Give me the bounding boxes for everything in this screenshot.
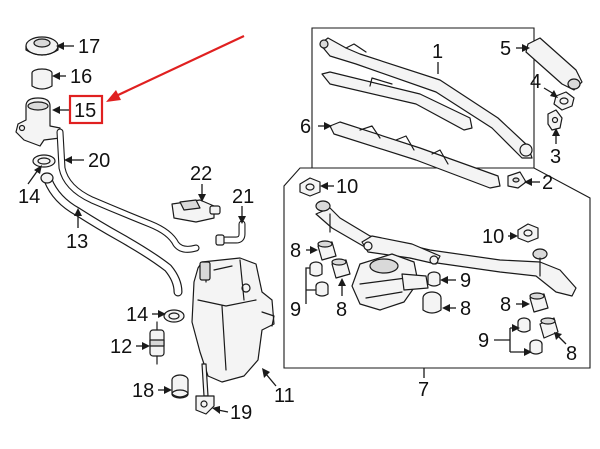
part-19-level-sensor: [195, 363, 215, 415]
part-6-wiper-blade: [329, 121, 501, 189]
linkage-frame: [283, 167, 591, 369]
callout-3: 3: [550, 146, 561, 168]
highlight-arrow: [106, 35, 245, 102]
callout-21: 21: [232, 186, 254, 208]
callout-8-c: 8: [460, 298, 471, 320]
part-18-grommet: [171, 374, 189, 399]
callout-10-left: 10: [336, 176, 358, 198]
callout-6: 6: [300, 116, 311, 138]
callout-labels: 17 16 15 20 14 13 22 21 14 12 18 19 11 1…: [18, 36, 577, 424]
part-20-hose: [56, 128, 200, 253]
callout-15: 15: [74, 100, 96, 122]
callout-12: 12: [110, 336, 132, 358]
callout-4: 4: [530, 71, 541, 93]
callout-15-highlight-box: [68, 94, 104, 125]
callout-18: 18: [132, 380, 154, 402]
part-10-nut-right: [517, 223, 539, 243]
callout-9-left: 9: [290, 299, 301, 321]
part-21-elbow: [215, 220, 246, 246]
callout-8-d: 8: [500, 294, 511, 316]
part-9-bushing-b: [315, 281, 329, 297]
part-14-seal-lower: [163, 309, 185, 323]
callout-1: 1: [432, 41, 443, 63]
linkage-motor: [351, 253, 429, 311]
callout-2: 2: [542, 172, 553, 194]
part-2-arm-cap: [507, 171, 527, 189]
callout-13: 13: [66, 231, 88, 253]
callout-22: 22: [190, 163, 212, 185]
part-9-bushing-a: [309, 261, 323, 277]
part-11-reservoir: [191, 257, 275, 383]
part-10-nut-left: [299, 177, 321, 197]
part-5-cover: [525, 37, 583, 91]
callout-8-a: 8: [290, 240, 301, 262]
part-9-bushing-d: [517, 317, 531, 333]
callout-5: 5: [500, 38, 511, 60]
part-13-filler-tube: [40, 172, 183, 297]
part-22-bracket: [171, 199, 221, 223]
part-1-wiper-arm: [319, 37, 533, 159]
callout-8-b: 8: [336, 299, 347, 321]
callout-8-e: 8: [566, 343, 577, 365]
part-15-filler-neck: [15, 97, 61, 147]
part-12-pump: [149, 321, 165, 365]
part-8-bushing-b: [331, 258, 351, 279]
part-7-linkage: [315, 200, 577, 297]
part-8-bushing-e: [539, 317, 559, 339]
callout-14-lower: 14: [126, 304, 148, 326]
part-9-bushing-c: [427, 271, 441, 287]
callout-20: 20: [88, 150, 110, 172]
callout-9-right: 9: [478, 330, 489, 352]
callout-17: 17: [78, 36, 100, 58]
part-4-nut: [553, 91, 575, 111]
part-8-bushing-c: [422, 291, 442, 314]
callout-16: 16: [70, 66, 92, 88]
callout-10-right: 10: [482, 226, 504, 248]
part-16-strainer: [31, 68, 53, 90]
callout-11: 11: [274, 385, 295, 407]
part-14-seal-upper: [32, 154, 56, 168]
part-8-bushing-a: [317, 240, 337, 261]
leader-lines: [27, 42, 567, 414]
callout-14-upper: 14: [18, 186, 40, 208]
part-17-cap: [25, 36, 59, 56]
callout-19: 19: [230, 402, 252, 424]
part-8-bushing-d: [529, 292, 549, 313]
part-1-wiper-arm-lower: [321, 71, 473, 131]
callout-7: 7: [418, 379, 429, 401]
part-3-washer: [547, 109, 563, 131]
callout-9-mid: 9: [460, 270, 471, 292]
